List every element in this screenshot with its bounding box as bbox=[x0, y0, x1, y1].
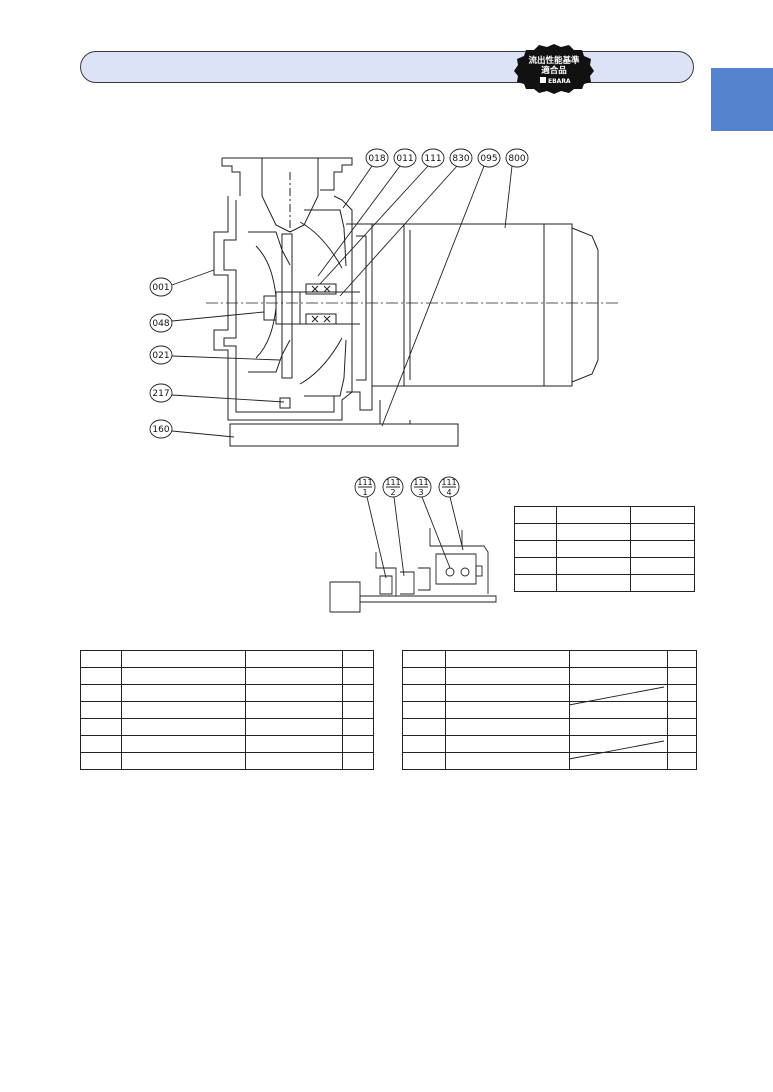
seal-callout-2-top: 111 bbox=[385, 478, 400, 487]
seal-callout-1-bottom: 1 bbox=[362, 488, 367, 497]
right-table-diagonals bbox=[568, 686, 665, 760]
seal-callout-3-top: 111 bbox=[413, 478, 428, 487]
callout-160: 160 bbox=[152, 425, 169, 435]
seal-spec-table bbox=[514, 506, 695, 592]
table-row bbox=[402, 667, 697, 685]
section-tab bbox=[711, 68, 773, 131]
seal-callout-3-bottom: 3 bbox=[418, 488, 423, 497]
callout-011: 011 bbox=[396, 154, 413, 164]
parts-table-right bbox=[402, 650, 697, 770]
pump-cross-section-drawing: 018 011 111 830 095 800 001 048 021 217 … bbox=[149, 148, 618, 447]
table-row bbox=[514, 574, 695, 592]
badge-seal-icon bbox=[514, 44, 594, 94]
seal-callout-2-bottom: 2 bbox=[390, 488, 395, 497]
table-row bbox=[80, 684, 374, 702]
seal-detail-drawing: 111 1 111 2 111 3 111 4 bbox=[329, 476, 497, 613]
brand-logo-icon bbox=[540, 77, 546, 83]
callout-095: 095 bbox=[480, 154, 497, 164]
badge-brand: EBARA bbox=[548, 78, 571, 85]
badge-line1: 流出性能基準 bbox=[528, 55, 580, 66]
seal-callout-4-bottom: 4 bbox=[446, 488, 451, 497]
callout-800: 800 bbox=[508, 154, 525, 164]
badge-line2: 適合品 bbox=[541, 65, 567, 76]
callout-021: 021 bbox=[152, 351, 169, 361]
callout-830: 830 bbox=[452, 154, 469, 164]
callout-111: 111 bbox=[424, 154, 441, 164]
seal-callout-1-top: 111 bbox=[357, 478, 372, 487]
callout-001: 001 bbox=[152, 283, 169, 293]
header-bar bbox=[80, 51, 694, 83]
table-row bbox=[402, 650, 697, 668]
seal-callout-4-top: 111 bbox=[441, 478, 456, 487]
table-row bbox=[80, 752, 374, 770]
table-row bbox=[514, 506, 695, 524]
table-row bbox=[402, 701, 697, 719]
compliance-badge: 流出性能基準 適合品 EBARA bbox=[514, 44, 594, 94]
table-row bbox=[402, 752, 697, 770]
parts-table-left bbox=[80, 650, 374, 770]
table-row bbox=[80, 701, 374, 719]
callout-217: 217 bbox=[152, 389, 169, 399]
callout-048: 048 bbox=[152, 319, 169, 329]
callout-018: 018 bbox=[368, 154, 385, 164]
